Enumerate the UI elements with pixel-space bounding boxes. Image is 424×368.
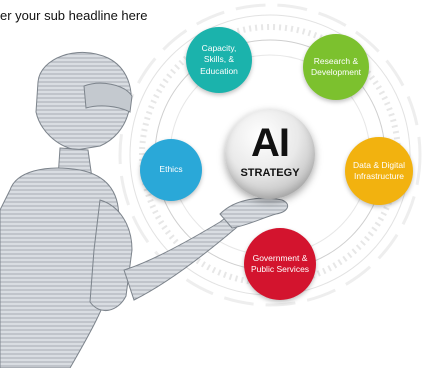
node-label: Capacity, Skills, & Education [200,42,238,76]
title-edge [0,0,60,5]
node-label: Ethics [159,164,183,175]
center-subtitle: STRATEGY [240,167,300,179]
node-government-public-services: Government & Public Services [244,228,316,300]
node-research-development: Research & Development [303,34,369,100]
ai-strategy-center: AI STRATEGY [225,109,315,199]
sub-headline: er your sub headline here [0,8,148,23]
node-label: Government & Public Services [250,252,310,274]
center-title: AI [251,121,290,165]
node-capacity-skills-education: Capacity, Skills, & Education [186,27,252,93]
node-data-digital-infrastructure: Data & Digital Infrastructure [345,137,413,205]
node-label: Research & Development [310,55,362,77]
node-ethics: Ethics [140,139,202,201]
node-label: Data & Digital Infrastructure [353,159,405,181]
